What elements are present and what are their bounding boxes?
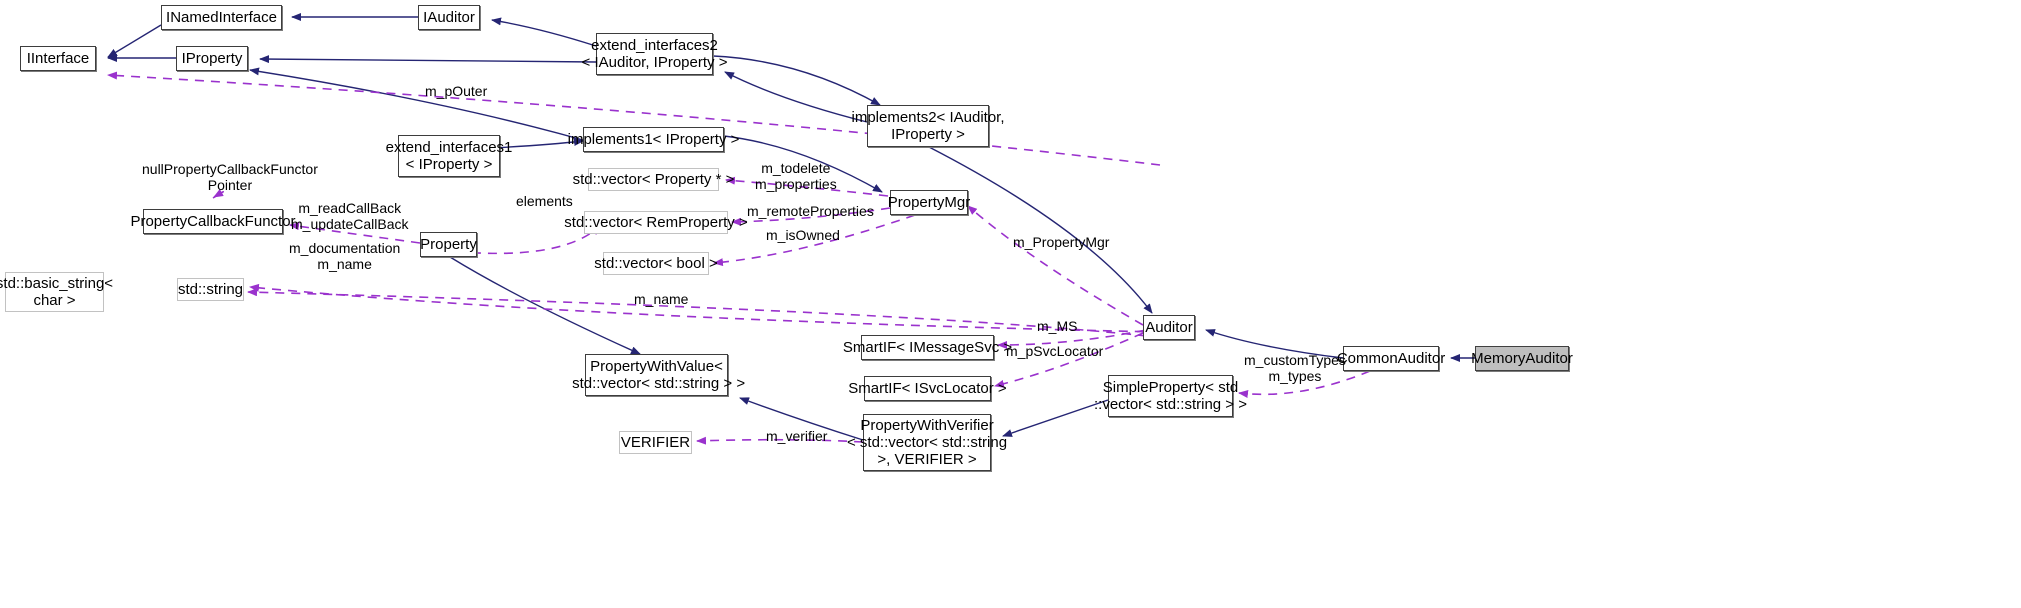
- class-node-simpleproperty[interactable]: SimpleProperty< std ::vector< std::strin…: [1094, 375, 1247, 417]
- class-node-memoryauditor[interactable]: MemoryAuditor: [1471, 346, 1573, 371]
- class-node-auditor[interactable]: Auditor: [1143, 315, 1195, 340]
- edge-label-m_isOwned: m_isOwned: [766, 227, 840, 243]
- class-node-commonauditor[interactable]: CommonAuditor: [1337, 346, 1445, 371]
- edge-label-m_pSvcLocator: m_pSvcLocator: [1006, 343, 1104, 359]
- class-node-implements2[interactable]: implements2< IAuditor, IProperty >: [852, 105, 1005, 147]
- class-node-smartif_svc[interactable]: SmartIF< ISvcLocator >: [848, 376, 1007, 401]
- class-node-verifier[interactable]: VERIFIER: [619, 431, 692, 454]
- edge-label-m_documentation: m_documentation m_name: [289, 240, 401, 272]
- class-node-inamedinterface[interactable]: INamedInterface: [161, 5, 282, 30]
- class-node-callbackfunctor[interactable]: PropertyCallbackFunctor: [130, 209, 296, 234]
- inheritance-edges: [107, 13, 1475, 441]
- edge-label-m_remoteProperties: m_remoteProperties: [747, 203, 874, 219]
- class-node-std_string[interactable]: std::string: [177, 278, 244, 301]
- class-node-extend1[interactable]: extend_interfaces1 < IProperty >: [386, 135, 512, 177]
- class-node-vec_property_ptr[interactable]: std::vector< Property * >: [573, 168, 734, 191]
- class-node-propwithvalue[interactable]: PropertyWithValue< std::vector< std::str…: [572, 354, 745, 396]
- class-node-smartif_msg[interactable]: SmartIF< IMessageSvc >: [843, 335, 1012, 360]
- class-node-iauditor[interactable]: IAuditor: [418, 5, 480, 30]
- edge-label-nullptr_functor: nullPropertyCallbackFunctor Pointer: [142, 161, 318, 193]
- edge-label-m_MS: m_MS: [1037, 318, 1078, 334]
- class-node-implements1[interactable]: implements1< IProperty >: [568, 127, 739, 152]
- class-node-vec_remproperty[interactable]: std::vector< RemProperty >: [564, 211, 748, 234]
- class-node-extend2[interactable]: extend_interfaces2 < IAuditor, IProperty…: [582, 33, 727, 75]
- edge-label-m_name: m_name: [634, 291, 689, 307]
- edge-label-m_customTypes: m_customTypes m_types: [1244, 352, 1346, 384]
- edge-label-m_verifier: m_verifier: [766, 428, 828, 444]
- edge-label-m_PropertyMgr: m_PropertyMgr: [1013, 234, 1110, 250]
- class-node-basic_string[interactable]: std::basic_string< char >: [0, 272, 113, 312]
- usage-edges: [107, 71, 1371, 445]
- edge-label-m_callbacks: m_readCallBack m_updateCallBack: [291, 200, 409, 232]
- class-node-propwithverifier[interactable]: PropertyWithVerifier < std::vector< std:…: [847, 414, 1007, 471]
- class-node-iproperty[interactable]: IProperty: [176, 46, 248, 71]
- edge-label-m_pOuter: m_pOuter: [425, 83, 488, 99]
- edge-label-elements: elements: [516, 193, 573, 209]
- class-node-vec_bool[interactable]: std::vector< bool >: [594, 252, 718, 275]
- class-node-iinterface[interactable]: IInterface: [20, 46, 96, 71]
- class-node-property[interactable]: Property: [420, 232, 477, 257]
- edge-label-m_todelete: m_todelete m_properties: [755, 160, 837, 192]
- class-node-propertymgr[interactable]: PropertyMgr: [888, 190, 970, 215]
